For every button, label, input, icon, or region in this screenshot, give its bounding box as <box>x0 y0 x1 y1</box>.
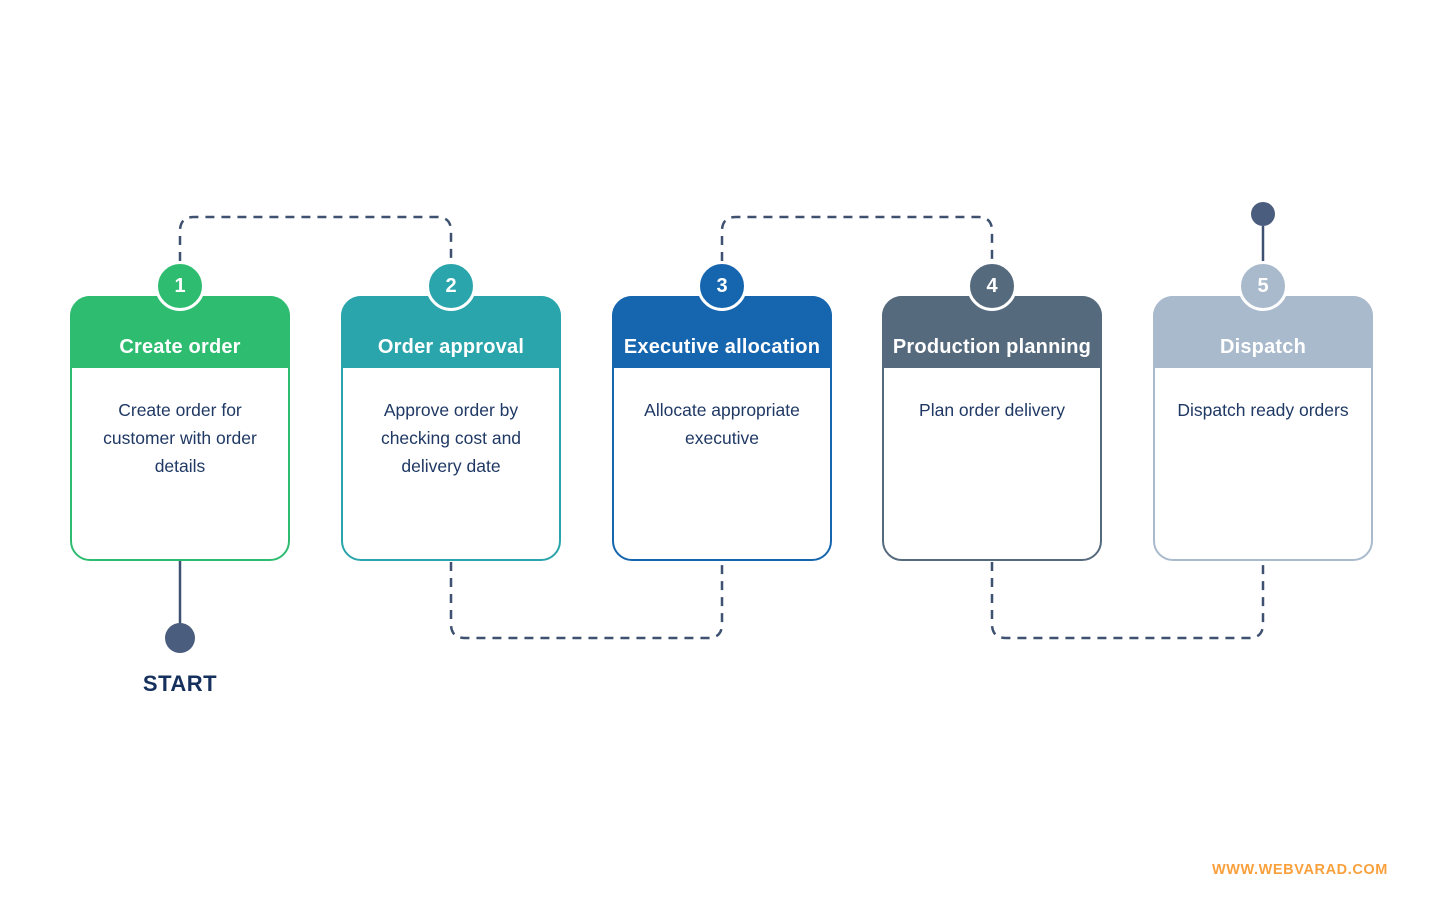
step-card-dispatch: 5 Dispatch Dispatch ready orders <box>1153 261 1373 561</box>
end-dot <box>1251 202 1275 226</box>
step-description: Plan order delivery <box>919 400 1065 420</box>
step-title: Order approval <box>377 336 525 358</box>
step-title: Production planning <box>892 336 1092 358</box>
step-number-badge: 1 <box>155 261 205 311</box>
step-card-order-approval: 2 Order approval Approve order by checki… <box>341 261 561 561</box>
step-card-create-order: 1 Create order Create order for customer… <box>70 261 290 561</box>
step-description: Dispatch ready orders <box>1177 400 1349 420</box>
start-label: START <box>142 671 218 696</box>
step-card-executive-allocation: 3 Executive allocation Allocate appropri… <box>612 261 832 561</box>
step-number-badge: 3 <box>697 261 747 311</box>
step-description: Approve order by checking cost and deliv… <box>380 400 522 476</box>
step-description: Create order for customer with order det… <box>103 400 257 476</box>
dashed-connector-step4-step5 <box>990 562 1265 640</box>
step-title: Executive allocation <box>623 336 821 358</box>
step-title: Create order <box>119 336 241 358</box>
step-number-badge: 5 <box>1238 261 1288 311</box>
step-title: Dispatch <box>1219 336 1307 358</box>
step-number-badge: 4 <box>967 261 1017 311</box>
watermark-text: WWW.WEBVARAD.COM <box>1211 862 1388 878</box>
dashed-connector-step2-step3 <box>449 562 724 640</box>
step-card-production-planning: 4 Production planning Plan order deliver… <box>882 261 1102 561</box>
step-number-badge: 2 <box>426 261 476 311</box>
dashed-connector-step3-step4 <box>720 215 994 261</box>
step-header: Dispatch <box>1153 296 1373 368</box>
step-description: Allocate appropriate executive <box>644 400 800 448</box>
start-dot <box>165 623 195 653</box>
dashed-connector-step1-step2 <box>178 215 453 261</box>
step-header: Executive allocation <box>612 296 832 368</box>
